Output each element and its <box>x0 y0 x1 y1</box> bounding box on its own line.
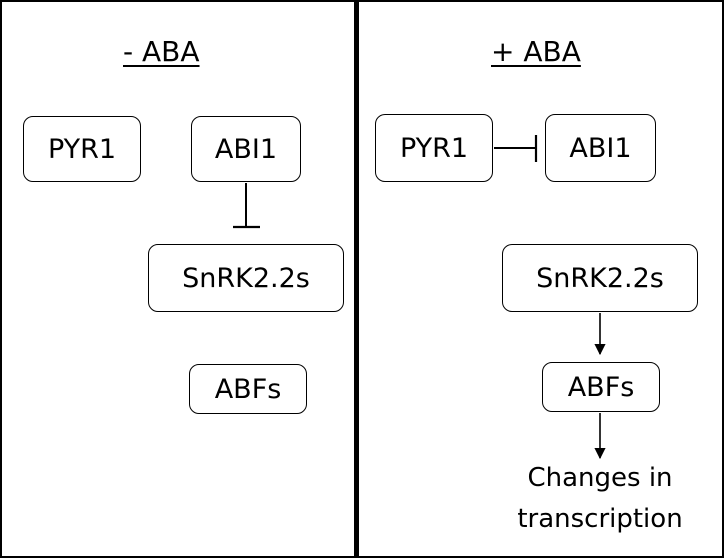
right-pyr1-box: PYR1 <box>375 114 493 182</box>
left-abi1-box: ABI1 <box>191 116 301 182</box>
panel-divider <box>354 0 359 558</box>
left-pyr1-box: PYR1 <box>23 116 141 182</box>
right-snrk-box: SnRK2.2s <box>502 244 698 312</box>
right-abfs-box: ABFs <box>542 362 660 412</box>
right-panel-title: + ABA <box>491 35 581 68</box>
left-abi1-inhibits-snrk <box>233 183 260 229</box>
outcome-line-2: transcription <box>517 504 683 534</box>
left-abfs-box: ABFs <box>189 364 307 414</box>
left-panel-title: - ABA <box>123 35 200 68</box>
right-abi1-box: ABI1 <box>545 114 656 182</box>
left-snrk-box: SnRK2.2s <box>148 244 344 312</box>
right-pyr1-inhibits-abi1 <box>494 135 538 162</box>
outcome-line-1: Changes in <box>527 463 673 493</box>
transcription-outcome-label: Changes in transcription <box>500 458 700 540</box>
